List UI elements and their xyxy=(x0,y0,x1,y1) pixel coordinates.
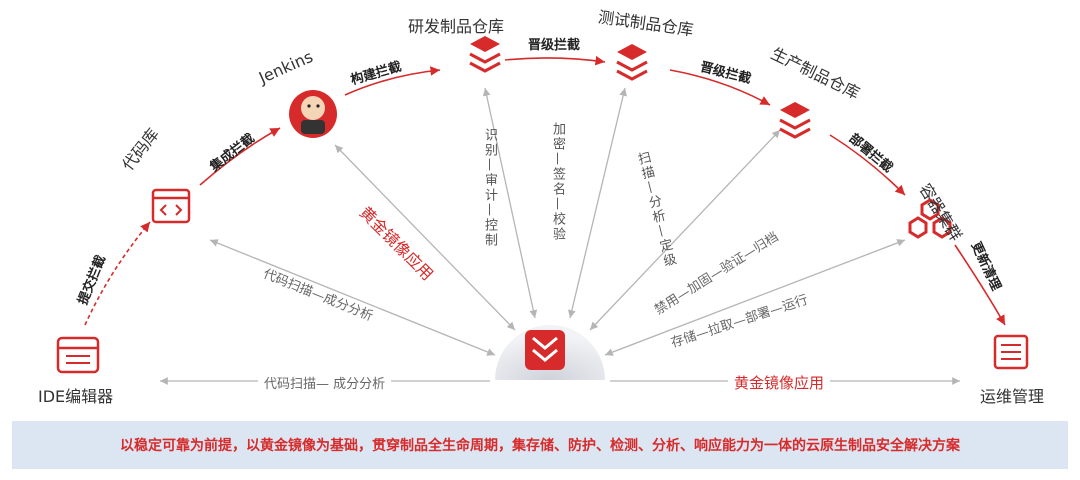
spoke-encrypt: 加密—签名—校验 xyxy=(550,122,565,242)
spoke-test xyxy=(568,87,627,319)
cluster-icon xyxy=(908,198,952,239)
arc-update xyxy=(954,244,1006,326)
spoke-dev xyxy=(482,87,538,319)
bottom-scan-left: 代码扫描— 成分分析 xyxy=(258,373,392,392)
dev-store-icon xyxy=(469,36,501,73)
arc-promote1 xyxy=(504,55,606,66)
bottom-golden-right: 黄金镜像应用 xyxy=(728,372,831,393)
gate-promote1: 晋级拦截 xyxy=(528,38,581,53)
arc-build xyxy=(344,66,441,96)
prod-store-icon xyxy=(779,102,811,139)
hub-logo-icon xyxy=(525,330,565,370)
summary-banner: 以稳定可靠为前提，以黄金镜像为基础，贯穿制品全生命周期，集存储、防护、检测、分析… xyxy=(12,421,1068,469)
node-ops-label: 运维管理 xyxy=(980,387,1045,406)
node-dev-store-label: 研发制品仓库 xyxy=(408,17,505,36)
ops-icon xyxy=(993,334,1029,370)
jenkins-icon xyxy=(289,90,337,138)
spoke-identify: 识别—审计—控制 xyxy=(482,128,497,248)
arc-integrate xyxy=(199,127,281,186)
ide-icon xyxy=(56,336,100,374)
arc-submit xyxy=(84,221,151,326)
arc-promote2 xyxy=(669,69,771,106)
node-ide-label: IDE编辑器 xyxy=(38,387,114,406)
code-repo-icon xyxy=(151,188,191,224)
spoke-cluster xyxy=(604,239,906,356)
arc-deploy xyxy=(829,134,906,196)
test-store-icon xyxy=(616,44,648,81)
